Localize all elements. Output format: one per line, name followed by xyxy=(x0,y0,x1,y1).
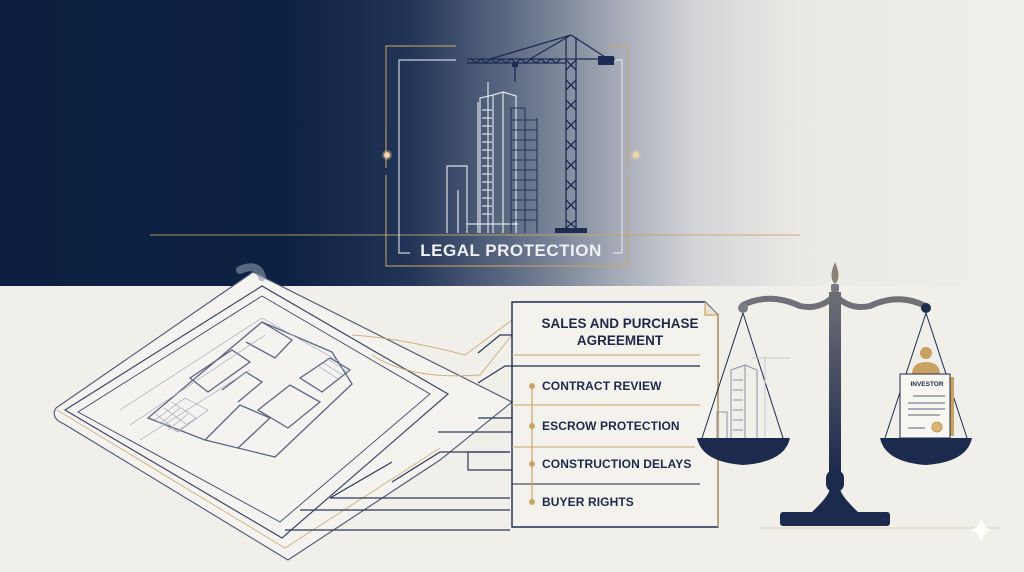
building-icon xyxy=(446,82,518,233)
banner-frame xyxy=(385,45,629,267)
investor-certificate-icon xyxy=(899,347,954,439)
document-title: SALES AND PURCHASE AGREEMENT xyxy=(514,315,726,349)
list-item-buyer-rights: BUYER RIGHTS xyxy=(542,495,634,509)
document-title-line-1: SALES AND PURCHASE xyxy=(541,316,699,331)
list-item-construction-delays: CONSTRUCTION DELAYS xyxy=(542,457,692,471)
connector-lines xyxy=(285,334,512,531)
blueprint-floorplan-icon xyxy=(53,263,514,561)
document-title-line-2: AGREEMENT xyxy=(576,333,664,348)
list-item-escrow-protection: ESCROW PROTECTION xyxy=(542,419,680,433)
list-item-contract-review: CONTRACT REVIEW xyxy=(542,379,662,393)
investor-label: INVESTOR xyxy=(910,381,944,388)
banner-title: LEGAL PROTECTION xyxy=(420,241,602,260)
hero-banner-background xyxy=(0,0,1024,286)
building-icon xyxy=(716,356,790,438)
sparkle-icon xyxy=(970,518,992,542)
